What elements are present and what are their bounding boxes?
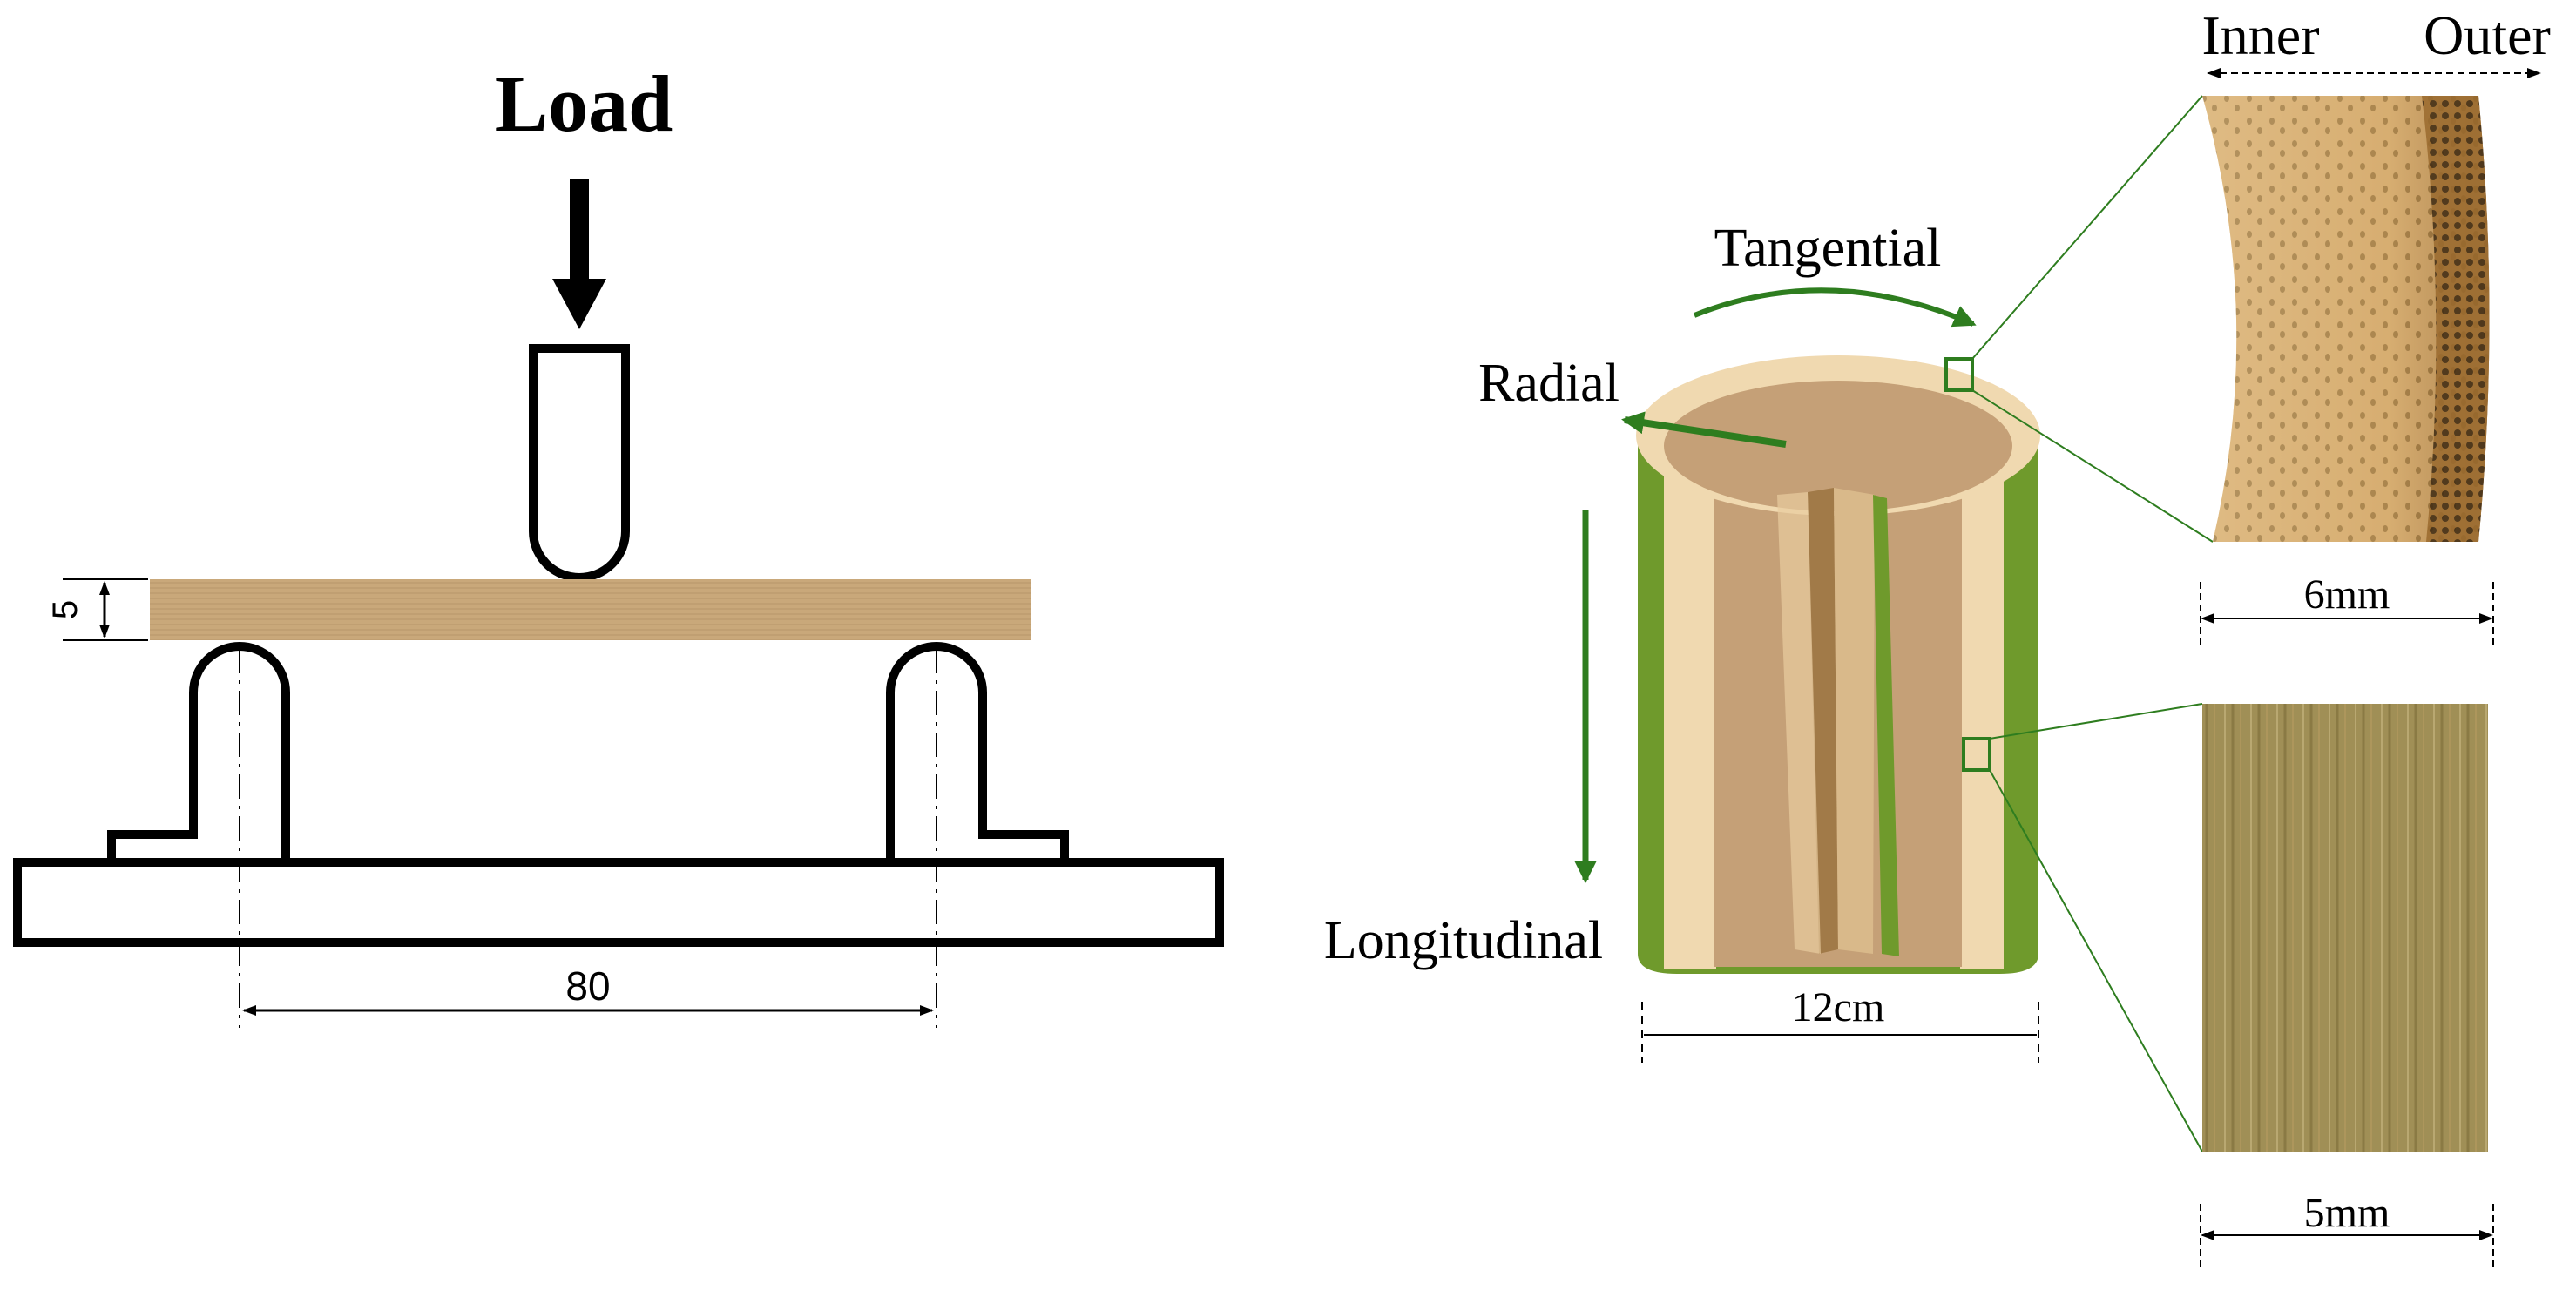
- base-plate: [13, 858, 1224, 947]
- outer-label: Outer: [2424, 4, 2551, 66]
- specimen-beam: [150, 579, 1031, 640]
- longitudinal-label: Longitudinal: [1324, 911, 1603, 970]
- inner-label: Inner: [2201, 4, 2319, 66]
- longitudinal-zoom-box: [1962, 737, 1991, 772]
- load-arrow: [552, 179, 606, 329]
- tangential-arrow: [1693, 287, 1977, 328]
- diameter-dimension: [1641, 1002, 2039, 1063]
- diameter-label: 12cm: [1792, 984, 1885, 1030]
- tangential-label: Tangential: [1714, 219, 1942, 278]
- bending-test-setup: Load 5 80: [13, 59, 1224, 1028]
- loading-nose: [529, 344, 630, 582]
- left-support: [107, 642, 290, 862]
- bamboo-culm-schematic: Tangential Radial Longitudinal 12cm: [1324, 95, 2214, 1152]
- load-label: Load: [495, 59, 673, 148]
- longitudinal-scale-label: 5mm: [2304, 1190, 2390, 1236]
- right-support: [886, 642, 1069, 862]
- cross-section-zoom-box: [1944, 357, 1974, 392]
- longitudinal-micrograph: 5mm: [2200, 704, 2494, 1267]
- radial-label: Radial: [1478, 354, 1619, 413]
- zoom-line-bottom-2: [1989, 769, 2203, 1152]
- zoom-line-top-1: [1971, 95, 2203, 360]
- bamboo-culm: [1636, 355, 2040, 974]
- cross-section-micrograph: Inner Outer 6mm: [2200, 4, 2551, 645]
- zoom-line-top-2: [1971, 389, 2214, 543]
- thickness-label: 5: [46, 600, 85, 619]
- span-label: 80: [565, 963, 610, 1009]
- cross-section-scale-label: 6mm: [2304, 571, 2390, 618]
- radial-arrow: [1621, 411, 1787, 448]
- zoom-line-bottom-1: [1989, 703, 2203, 740]
- thickness-dimension: [63, 578, 148, 641]
